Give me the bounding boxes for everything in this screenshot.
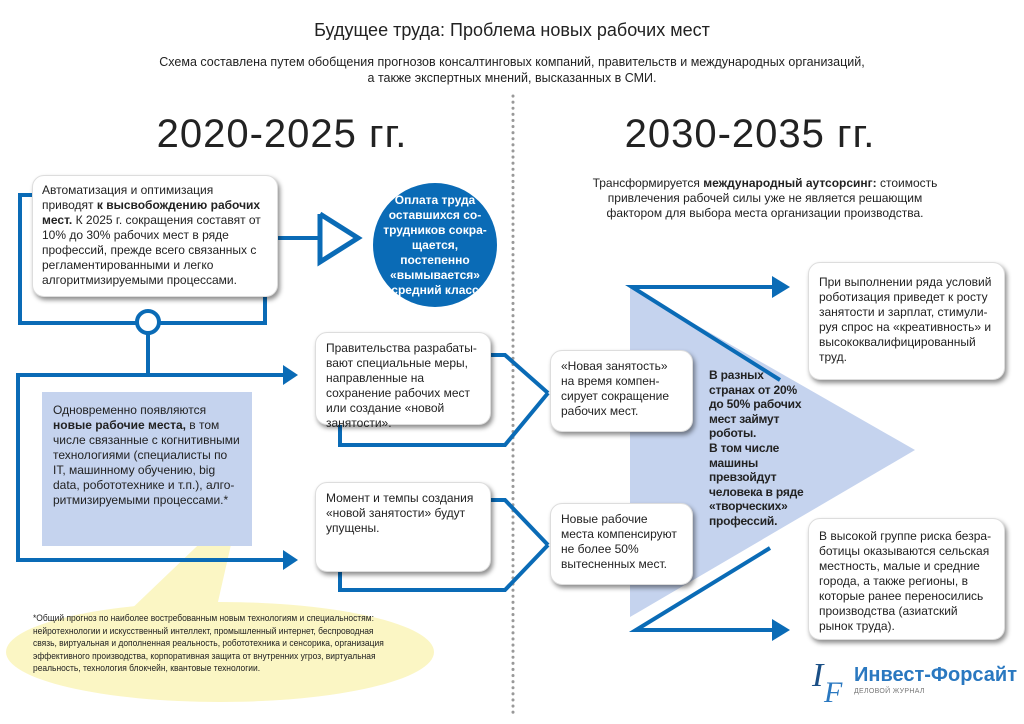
growth-box: При выполнении ряда условий роботизация …: [808, 262, 1005, 380]
subtitle-line: Схема составлена путем обобщения прогноз…: [159, 55, 865, 69]
svg-text:I: I: [811, 657, 825, 694]
era-left: 2020-2025 гг.: [156, 112, 408, 156]
footnote-bubble: [6, 602, 434, 702]
automation-box: Автоматизация и оптимизация приводят к в…: [32, 175, 278, 297]
big-triangle: [630, 287, 915, 617]
text-bold: международный аутсорсинг:: [703, 176, 877, 190]
text-bold: к высвобождению рабочих мест.: [42, 198, 261, 227]
text: К 2025 г. сокращения составят от 10% до …: [42, 213, 261, 287]
page-title: Будущее труда: Проблема новых рабочих ме…: [314, 20, 710, 40]
risk-box: В высокой группе риска безра­ботицы оказ…: [808, 518, 1005, 640]
arrow-head: [772, 276, 790, 298]
arrow-head: [283, 365, 298, 385]
governments-box: Правительства разрабаты­вают специальные…: [315, 332, 491, 430]
text: стоимость привлечения рабочей силы уже н…: [606, 176, 938, 220]
text: Трансформируется: [592, 176, 704, 190]
arrow-head: [283, 550, 298, 570]
new-employment-box: «Новая занятость» на время компен­сирует…: [550, 350, 693, 432]
junction-circle: [135, 309, 161, 335]
footnote: *Общий прогноз по наиболее востребованны…: [33, 613, 384, 674]
era-right: 2030-2035 гг.: [624, 112, 876, 156]
logo: I F Инвест-Форсайт ДЕЛОВОЙ ЖУРНАЛ: [810, 656, 1017, 706]
svg-text:F: F: [823, 676, 843, 706]
subtitle-line: а также экспертных мнений, высказанных в…: [367, 71, 657, 85]
text: в том числе связанные с когнитивны­ми те…: [53, 418, 240, 507]
arrow-head: [772, 619, 790, 641]
new-jobs-compensation-box: Новые рабочие места компенсируют не бо­л…: [550, 503, 693, 585]
text: Одновременно появляются: [53, 403, 207, 417]
subtitle: Схема составлена путем обобщения прогноз…: [0, 54, 1024, 86]
logo-tagline: ДЕЛОВОЙ ЖУРНАЛ: [854, 688, 925, 695]
text: Автоматизация и оптимизация приводят: [42, 183, 214, 212]
robots-share: В разных странах от 20% до 50% рабочих м…: [709, 368, 802, 441]
robots-text: В разных странах от 20% до 50% рабочих м…: [709, 368, 805, 529]
wage-circle: Оплата труда оставшихся со­трудников сок…: [373, 183, 497, 307]
outsourcing-text: Трансформируется международный аутсорсин…: [590, 176, 940, 221]
text-bold: новые рабочие места,: [53, 418, 186, 432]
new-jobs-box: Одновременно появляются новые рабочие ме…: [42, 392, 252, 546]
logo-name: Инвест-Форсайт: [854, 664, 1018, 686]
logo-mark-icon: I F: [811, 657, 843, 706]
missed-box: Момент и темпы создания «новой занятости…: [315, 482, 491, 572]
creative-professions: В том числе машины превзойдут человека в…: [709, 440, 804, 528]
